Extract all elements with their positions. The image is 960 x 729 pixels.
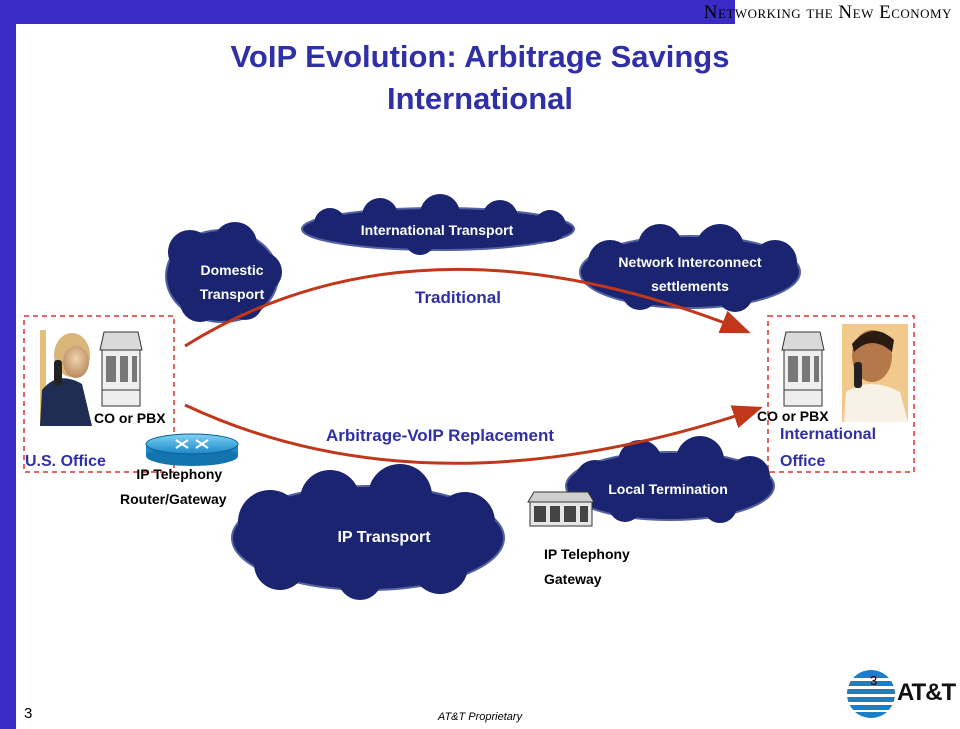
us-office-label: U.S. Office <box>25 453 106 470</box>
us-pbx-icon <box>99 331 143 407</box>
label-network-line2: settlements <box>651 278 729 294</box>
left-bar <box>0 0 16 729</box>
label-domestic-line1: Domestic <box>200 262 264 278</box>
gateway-label: IP Telephony Gateway <box>544 542 630 592</box>
router-label-line2: Router/Gateway <box>120 491 227 507</box>
slide-title: VoIP Evolution: Arbitrage Savings Intern… <box>0 36 960 120</box>
att-logo-text: AT&T <box>897 679 956 706</box>
traditional-path-arrow <box>184 267 751 348</box>
title-line-1: VoIP Evolution: Arbitrage Savings <box>230 39 730 74</box>
cloud-local-termination <box>565 436 775 523</box>
cloud-international-transport <box>301 194 575 255</box>
international-office-box <box>767 315 915 473</box>
label-arbitrage: Arbitrage-VoIP Replacement <box>326 426 554 445</box>
international-caller-photo <box>842 324 908 422</box>
cloud-domestic-transport <box>165 222 282 323</box>
router-label-line1: IP Telephony <box>136 466 223 482</box>
cloud-network-interconnect <box>579 224 801 312</box>
international-office-label: International Office <box>780 421 876 475</box>
international-office-line2: Office <box>780 453 826 470</box>
ip-gateway-icon <box>527 491 595 527</box>
us-caller-photo <box>32 330 94 426</box>
label-ip-transport: IP Transport <box>337 529 431 546</box>
international-pbx-icon <box>781 331 825 407</box>
title-line-2: International <box>386 81 573 116</box>
cloud-ip-transport <box>231 464 505 600</box>
us-office-box <box>23 315 175 473</box>
att-globe-icon <box>847 670 895 718</box>
label-international-transport: International Transport <box>360 222 514 238</box>
page-number-small: 3 <box>870 673 878 688</box>
label-domestic-line2: Transport <box>199 286 265 302</box>
us-pbx-label: CO or PBX <box>94 410 166 426</box>
international-pbx-label: CO or PBX <box>757 408 829 424</box>
ip-router-icon <box>145 433 239 466</box>
international-office-line1: International <box>780 426 877 443</box>
label-traditional: Traditional <box>415 288 501 307</box>
gateway-label-line2: Gateway <box>544 571 602 587</box>
label-domestic-transport: Domestic Transport <box>168 258 296 306</box>
gateway-label-line1: IP Telephony <box>544 546 630 562</box>
arbitrage-path-arrow <box>184 403 763 465</box>
label-network-line1: Network Interconnect <box>618 254 762 270</box>
page-number: 3 <box>24 705 33 722</box>
router-label: IP Telephony Router/Gateway <box>120 462 227 512</box>
proprietary-notice: AT&T Proprietary <box>437 711 523 723</box>
label-local-termination: Local Termination <box>608 481 728 497</box>
brand-box <box>735 0 960 28</box>
label-network-interconnect: Network Interconnect settlements <box>580 250 800 298</box>
brand-tagline: Networking the New Economy <box>703 2 952 23</box>
